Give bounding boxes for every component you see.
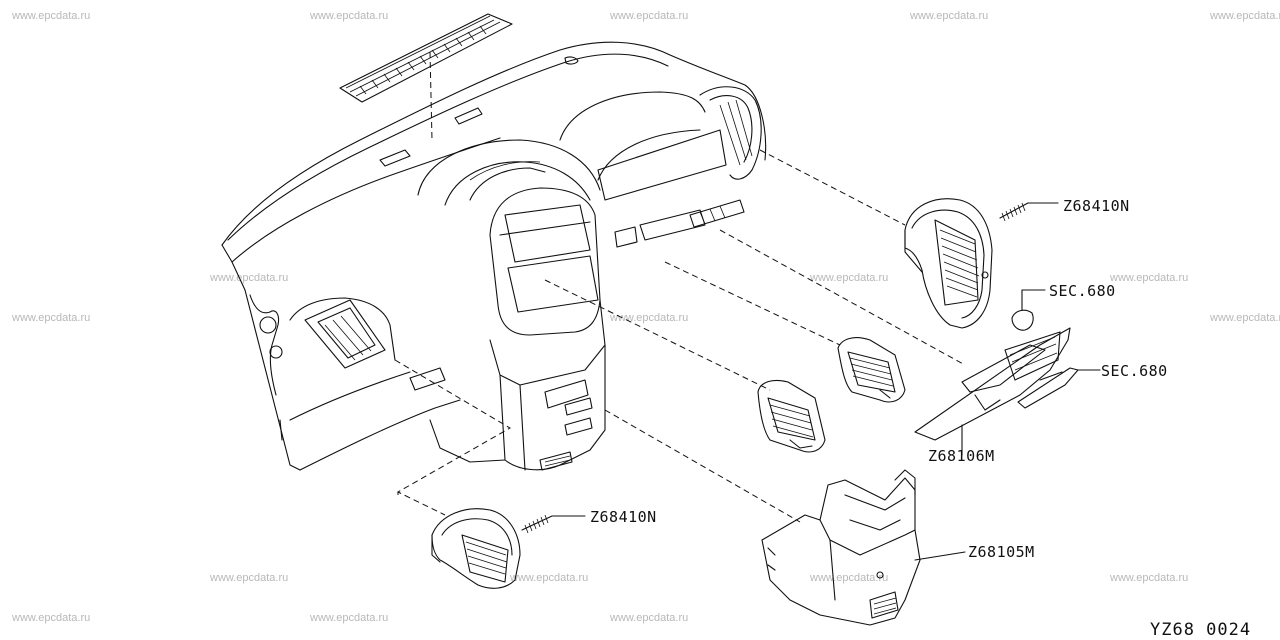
part-label-sec-upper[interactable]: SEC.680 <box>1049 282 1116 300</box>
watermark: www.epcdata.ru <box>310 612 389 624</box>
watermark: www.epcdata.ru <box>610 612 689 624</box>
watermark: www.epcdata.ru <box>510 572 589 584</box>
watermark: www.epcdata.ru <box>12 10 91 22</box>
watermark: www.epcdata.ru <box>910 10 989 22</box>
part-label-sec-lower[interactable]: SEC.680 <box>1101 362 1168 380</box>
watermark: www.epcdata.ru <box>1110 572 1189 584</box>
watermark: www.epcdata.ru <box>12 312 91 324</box>
center-vent-lower-drawing <box>757 379 826 453</box>
instrument-panel-drawing <box>221 13 966 523</box>
watermark: www.epcdata.ru <box>210 572 289 584</box>
watermark: www.epcdata.ru <box>210 272 289 284</box>
watermark: www.epcdata.ru <box>310 10 389 22</box>
watermark: www.epcdata.ru <box>610 10 689 22</box>
part-label-left-vent[interactable]: Z68410N <box>590 508 657 526</box>
part-label-console-cover[interactable]: Z68105M <box>968 543 1035 561</box>
watermark: www.epcdata.ru <box>1210 10 1280 22</box>
watermark: www.epcdata.ru <box>1110 272 1189 284</box>
left-side-vent-drawing <box>431 508 586 589</box>
watermark: www.epcdata.ru <box>810 272 889 284</box>
part-label-center-panel[interactable]: Z68106M <box>928 447 995 465</box>
part-label-right-vent[interactable]: Z68410N <box>1063 197 1130 215</box>
watermark: www.epcdata.ru <box>810 572 889 584</box>
console-cover-drawing <box>761 469 966 626</box>
watermark: www.epcdata.ru <box>12 612 91 624</box>
center-panel-drawing <box>914 327 1099 456</box>
upper-clip-drawing <box>1011 289 1046 331</box>
center-vent-upper-drawing <box>837 337 906 403</box>
watermark: www.epcdata.ru <box>1210 312 1280 324</box>
diagram-code: YZ68 0024 <box>1150 620 1252 640</box>
right-side-vent-drawing <box>904 198 1059 329</box>
